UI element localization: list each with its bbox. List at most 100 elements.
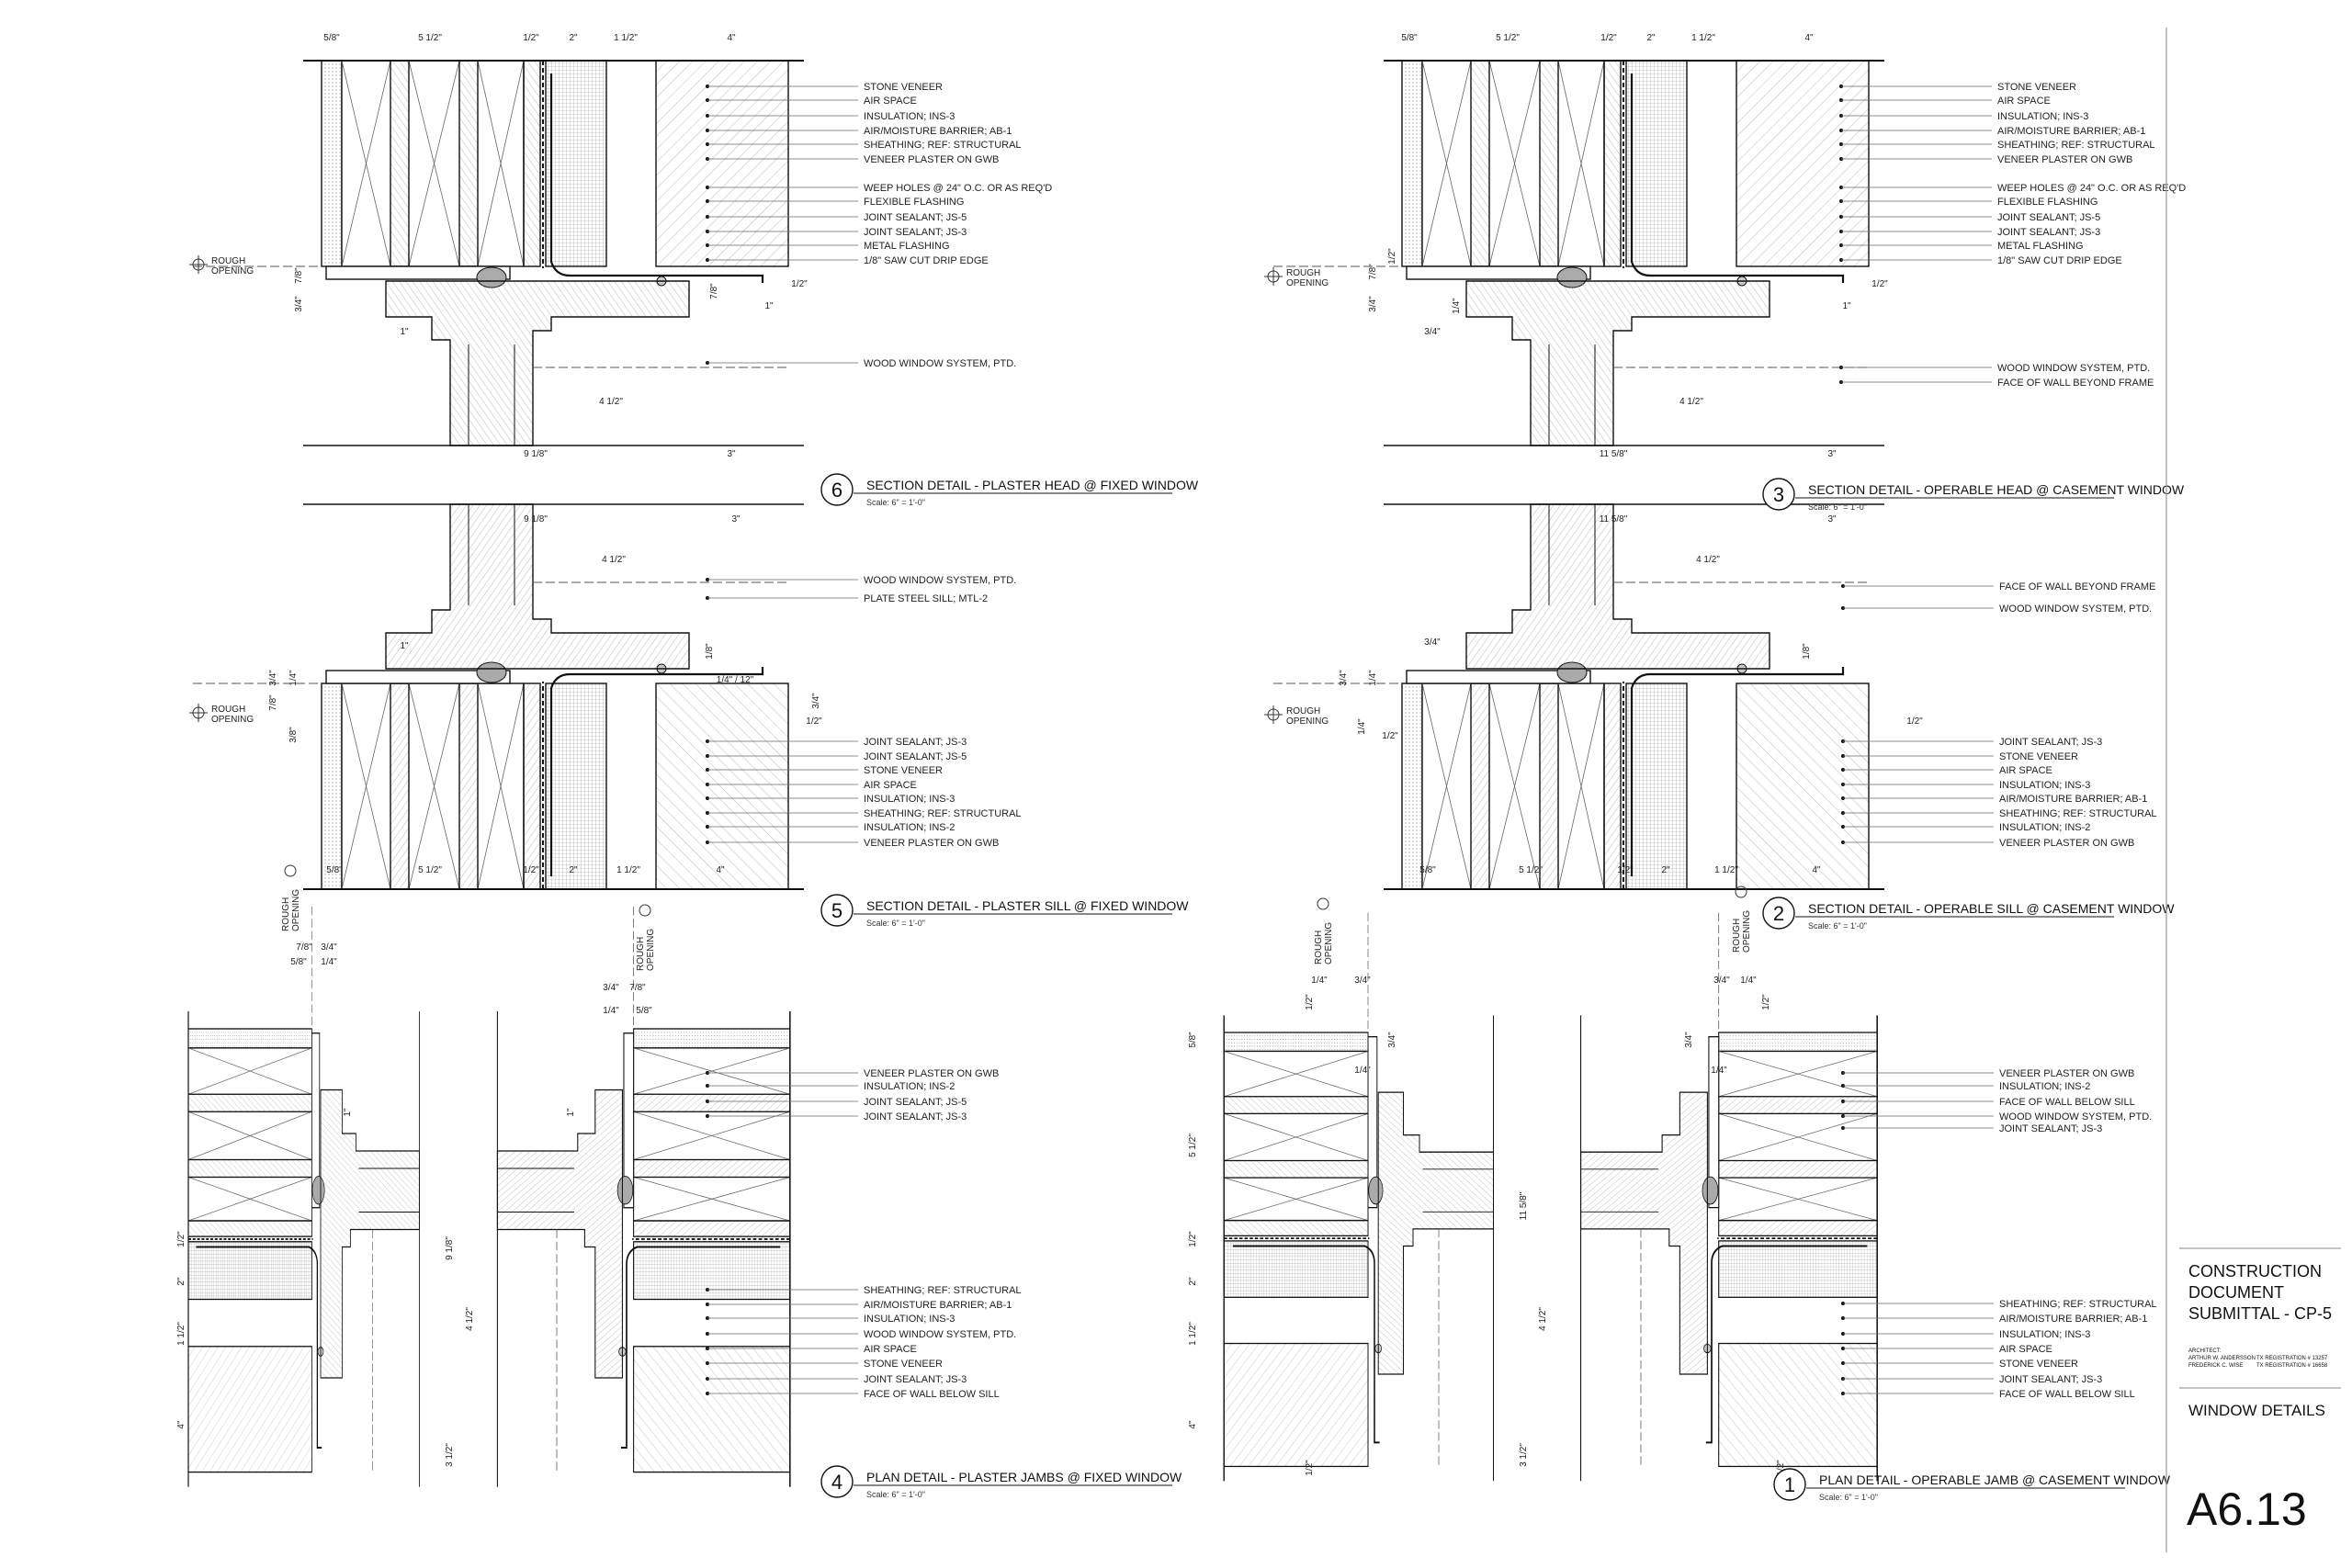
flashing (196, 1246, 322, 1450)
sheathing (633, 1220, 791, 1237)
callout: 1/8" SAW CUT DRIP EDGE (706, 255, 989, 266)
dimension-text: 1/2" (523, 33, 539, 43)
dimension-text: 5/8" (290, 957, 307, 967)
callout-label: SHEATHING; REF: STRUCTURAL (1999, 1299, 2157, 1310)
dimension-text: 1/4" (1368, 670, 1378, 686)
insulation-x-mark (187, 1111, 312, 1160)
callout-label: JOINT SEALANT; JS-3 (864, 1111, 967, 1122)
callout: VENEER PLASTER ON GWB (1841, 838, 2134, 849)
dimension-text: 3/4" (1684, 1032, 1694, 1048)
callout: JOINT SEALANT; JS-5 (706, 751, 967, 762)
stud-cavity (633, 1047, 791, 1222)
dimension-text: 1/2" (1387, 248, 1397, 265)
callout-label: SHEATHING; REF: STRUCTURAL (864, 808, 1022, 819)
title-block: CONSTRUCTION DOCUMENT SUBMITTAL - CP-5 A… (2165, 28, 2341, 1552)
dimension-text: 1/8" (705, 643, 715, 660)
stud (187, 1093, 312, 1112)
stud (1718, 1159, 1878, 1179)
callout: FACE OF WALL BELOW SILL (706, 1389, 1000, 1400)
dimension-text: 2" (1646, 33, 1656, 43)
dimension-text: 3/4" (1424, 327, 1441, 337)
callout-label: JOINT SEALANT; JS-5 (864, 212, 967, 223)
dimension-text: 1/2" (1188, 1231, 1198, 1247)
callout-label: WEEP HOLES @ 24" O.C. OR AS REQ'D (1997, 183, 2186, 194)
dimension-text: 2" (176, 1277, 187, 1286)
detail-number-bubble (820, 473, 854, 506)
architect-registration: TX REGISTRATION # 13257 (2256, 1356, 2328, 1361)
dimension-text: 1 1/2" (1714, 865, 1738, 875)
callout: STONE VENEER (706, 1359, 943, 1370)
rigid-insulation (187, 1241, 312, 1301)
callout-label: STONE VENEER (1999, 1359, 2078, 1370)
crosshair-icon (639, 904, 651, 917)
callout-label: STONE VENEER (1999, 751, 2078, 762)
jamb-left (187, 907, 420, 1487)
rough-opening-label: OPENING (1324, 922, 1334, 964)
dimension-text: 5 1/2" (418, 865, 442, 875)
callout-label: INSULATION; INS-3 (864, 111, 955, 122)
flashing (1705, 1245, 1868, 1444)
callout-label: INSULATION; INS-2 (864, 822, 955, 833)
callout: FLEXIBLE FLASHING (1839, 197, 2098, 208)
insulation-x-mark (408, 682, 460, 890)
dimension-text: 5 1/2" (1496, 33, 1520, 43)
veneer-plaster-gwb (1401, 60, 1423, 267)
jamb-right (1580, 912, 1878, 1482)
insulation-x-mark (477, 682, 525, 890)
dimension-text: 1/2" (1776, 1460, 1786, 1476)
rough-opening-label: ROUGH (281, 897, 291, 931)
dimension-text: 11 5/8" (1519, 1191, 1529, 1220)
callout-label: JOINT SEALANT; JS-3 (864, 737, 967, 748)
callout-label: WOOD WINDOW SYSTEM, PTD. (1999, 604, 2152, 615)
dimension-text: 1/4" (1311, 976, 1328, 986)
rigid-insulation (1625, 682, 1688, 890)
insulation-x-mark (1224, 1177, 1369, 1221)
callout: STONE VENEER (706, 82, 943, 93)
detail-scale: Scale: 6" = 1'-0" (866, 1490, 925, 1499)
dimension-text: 4" (1188, 1420, 1198, 1429)
dimension-text: 4 1/2" (599, 397, 623, 407)
dimension-text: 4 1/2" (602, 555, 626, 565)
dimension-text: 1 1/2" (616, 865, 640, 875)
architect-name: FREDERICK C. WISE (2188, 1363, 2243, 1369)
plaster-return (1406, 265, 1591, 280)
callout-label: AIR SPACE (864, 780, 917, 791)
dimension-text: 1" (400, 641, 409, 651)
stone-veneer (1736, 60, 1870, 267)
callout-label: JOINT SEALANT; JS-3 (1999, 737, 2102, 748)
section-detail-5 (193, 503, 804, 890)
detail-scale: Scale: 6" = 1'-0" (1808, 502, 1867, 512)
flashing (549, 73, 764, 283)
callout: WOOD WINDOW SYSTEM, PTD. (1839, 363, 2150, 374)
detail-number: 3 (1773, 483, 1784, 506)
callout-label: VENEER PLASTER ON GWB (864, 838, 999, 849)
stud-cavity (1718, 1050, 1878, 1222)
insulation-x-mark (341, 60, 391, 267)
stud (390, 60, 410, 267)
window-frame (320, 1089, 420, 1379)
dimension-text: 1/2" (1305, 994, 1315, 1010)
dimension-text: 3/4" (1339, 670, 1349, 686)
dimension-text: 11 5/8" (1600, 449, 1628, 459)
veneer-plaster-gwb (1718, 1032, 1878, 1053)
rough-opening-label: OPENING (211, 715, 254, 725)
rough-opening-label: OPENING (1286, 278, 1329, 288)
dimension-text: 1" (566, 1108, 576, 1117)
callout-label: AIR SPACE (1999, 1344, 2052, 1355)
submittal-title-line: SUBMITTAL - CP-5 (2188, 1304, 2332, 1323)
dimension-text: 4" (176, 1420, 187, 1429)
detail-number: 2 (1773, 902, 1784, 925)
drawing-title: WINDOW DETAILS (2188, 1402, 2325, 1419)
callout-label: STONE VENEER (864, 765, 943, 776)
callout-label: JOINT SEALANT; JS-5 (1997, 212, 2100, 223)
callout-label: STONE VENEER (864, 1359, 943, 1370)
dimension-text: 1 1/2" (1188, 1322, 1198, 1346)
callout: AIR SPACE (1839, 96, 2051, 107)
dimension-text: 1/2" (1761, 994, 1771, 1010)
